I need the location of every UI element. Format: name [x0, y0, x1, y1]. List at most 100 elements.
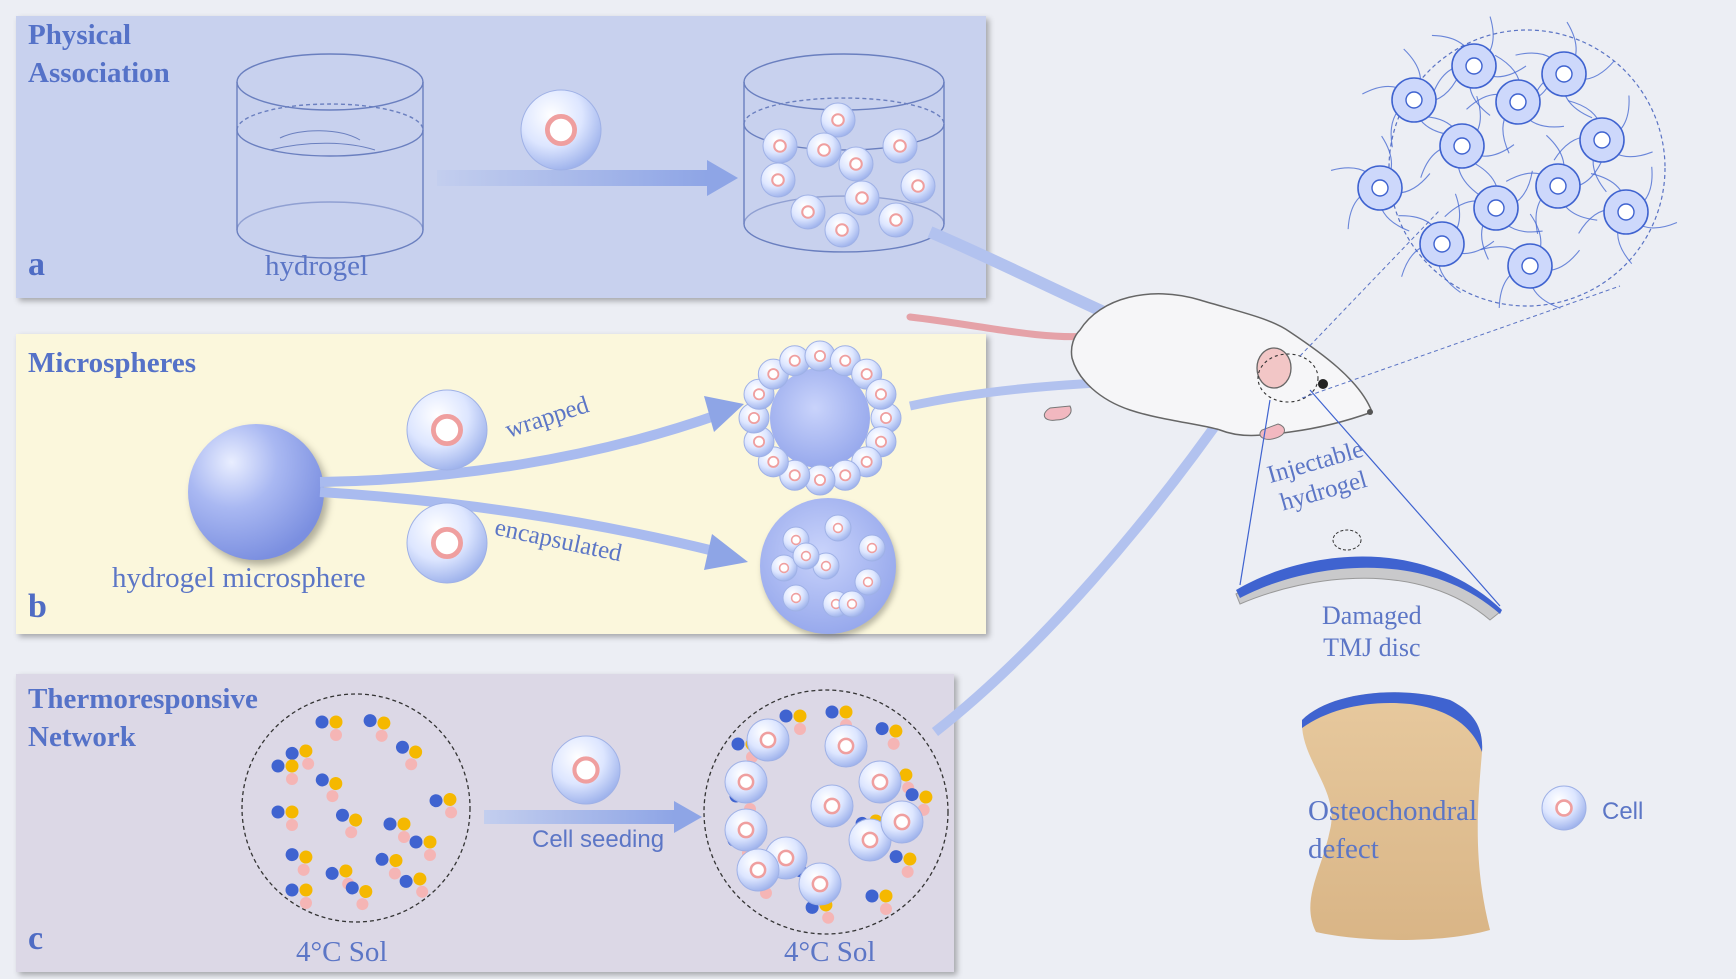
cell	[878, 202, 914, 238]
network-cell	[1535, 163, 1581, 209]
network-cell	[1495, 79, 1541, 125]
hydrogel-cylinder	[236, 53, 424, 259]
panel-a-title: Physical Association	[28, 16, 170, 92]
arrow-a-head	[707, 160, 738, 196]
network-cell	[1473, 185, 1519, 231]
cell	[838, 590, 866, 618]
seeded-cells-group	[724, 718, 924, 906]
wrapped-microsphere	[770, 368, 870, 468]
cell	[838, 146, 874, 182]
cell	[760, 162, 796, 198]
legend-cell-label: Cell	[1602, 798, 1644, 825]
network-cell	[1507, 243, 1553, 289]
cell	[762, 128, 798, 164]
arrow-wrapped	[319, 409, 722, 487]
cells-in-hydrogel-group	[760, 102, 936, 248]
network-cell	[1579, 117, 1625, 163]
sol-circle-left	[241, 693, 471, 923]
encapsulated-cells-group	[770, 514, 886, 618]
rat-body	[1070, 293, 1373, 437]
cell	[798, 862, 842, 906]
damaged-line2: TMJ disc	[1323, 633, 1421, 662]
cell	[782, 584, 810, 612]
cell	[854, 568, 882, 596]
cell	[824, 212, 860, 248]
panel-a-title-line1: Physical	[28, 19, 132, 51]
hydrogel-label: hydrogel	[265, 250, 369, 282]
rat-front-foot	[1259, 423, 1285, 440]
sol-circle-right	[703, 689, 949, 935]
network-cell	[1439, 123, 1485, 169]
panel-c-title-line1: Thermoresponsive	[28, 683, 258, 715]
microsphere-label: hydrogel microsphere	[112, 562, 366, 594]
network-cell	[1419, 221, 1465, 267]
rat-nose	[1367, 409, 1373, 415]
osteochondral-tissue	[1301, 692, 1490, 940]
zoom-line-top	[1299, 209, 1441, 357]
sol-right-label: 4°C Sol	[784, 936, 876, 968]
cell	[882, 128, 918, 164]
cell	[900, 168, 936, 204]
cell	[790, 194, 826, 230]
network-cell	[1391, 77, 1437, 123]
cell	[870, 402, 902, 434]
arrow-c-to-rat	[931, 399, 1237, 736]
cell-wrapped-input	[406, 389, 488, 471]
wrapping-cells-group	[738, 340, 902, 496]
panel-a-title-line2: Association	[28, 57, 170, 89]
cell	[865, 378, 897, 410]
arrow-wrapped-head	[704, 396, 744, 432]
arrow-c-shaft	[484, 810, 674, 824]
cell	[724, 760, 768, 804]
legend-cell-icon	[1541, 785, 1587, 831]
osteochondral-hydrogel-layer	[1302, 692, 1483, 752]
cell	[848, 818, 892, 862]
osteo-line2: defect	[1308, 833, 1379, 865]
cell	[806, 132, 842, 168]
network-cell	[1541, 51, 1587, 97]
cell	[858, 534, 886, 562]
loaded-hydrogel-cylinder	[743, 53, 945, 253]
polymer-dots-left	[271, 714, 458, 911]
cell	[804, 464, 836, 496]
rat-illustration	[906, 293, 1373, 440]
arrow-c-head	[674, 801, 702, 833]
panel-c-title-line2: Network	[28, 721, 136, 753]
cell-seeding-input	[551, 735, 621, 805]
cell	[858, 760, 902, 804]
panel-c-title: Thermoresponsive Network	[28, 680, 258, 756]
cell	[770, 554, 798, 582]
network-cell	[1603, 189, 1649, 235]
cell-seeding-label: Cell seeding	[532, 826, 665, 853]
legend-cell	[1541, 785, 1587, 831]
cell	[880, 800, 924, 844]
tmj-disc-hydrogel-layer	[1236, 556, 1502, 614]
cell-panel-a	[520, 89, 602, 171]
cell	[829, 459, 861, 491]
panel-b-letter: b	[28, 588, 47, 625]
cell	[824, 514, 852, 542]
cell	[792, 542, 820, 570]
cell	[820, 102, 856, 138]
cell	[779, 345, 811, 377]
cell	[736, 848, 780, 892]
rat-back-foot	[1043, 405, 1072, 421]
hydrogel-microsphere	[188, 424, 324, 560]
cell	[844, 180, 880, 216]
rat-ear	[1256, 347, 1292, 389]
cone-line-left	[1239, 399, 1271, 586]
cell	[746, 718, 790, 762]
panel-a-letter: a	[28, 246, 45, 283]
network-zoom-circle	[1388, 29, 1666, 307]
panel-b-title: Microspheres	[28, 347, 197, 379]
network-cell	[1451, 43, 1497, 89]
cell	[724, 808, 768, 852]
arrow-a-shaft	[437, 170, 707, 186]
cone-line-right	[1309, 389, 1501, 607]
osteo-line1: Osteochondral	[1308, 795, 1478, 827]
damaged-line1: Damaged	[1322, 601, 1422, 630]
tmj-highlight-circle	[1257, 353, 1319, 403]
rat-eye	[1318, 379, 1328, 389]
